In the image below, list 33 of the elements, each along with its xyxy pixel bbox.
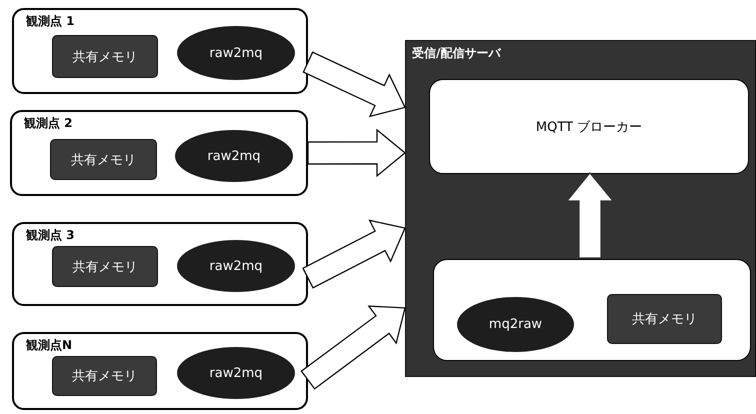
block-arrow <box>302 220 406 289</box>
box-label: 共有メモリ <box>72 258 138 276</box>
block-arrow <box>302 51 406 118</box>
process-group-box <box>433 259 751 361</box>
station-box <box>12 332 308 410</box>
box-label: 共有メモリ <box>632 311 697 328</box>
box-label: 共有メモリ <box>72 368 137 385</box>
server-panel <box>405 40 756 377</box>
box-label: 共有メモリ <box>72 48 138 66</box>
box-label: 共有メモリ <box>71 152 136 168</box>
box-label: raw2mq <box>207 148 261 164</box>
station-box <box>12 222 308 306</box>
shared-memory-box <box>607 294 722 344</box>
station-title: 観測点N <box>26 337 72 354</box>
server-title: 受信/配信サーバ <box>412 45 500 62</box>
shared-memory-box <box>52 246 158 287</box>
station-box <box>10 110 308 196</box>
box-label: mq2raw <box>488 317 542 332</box>
shared-memory-box <box>50 139 157 180</box>
shared-memory-box <box>52 356 157 396</box>
shared-memory-box <box>52 35 158 78</box>
box-label: raw2mq <box>209 46 263 60</box>
block-arrow <box>300 305 406 390</box>
box-label: raw2mq <box>209 258 263 274</box>
broker-box <box>429 79 749 174</box>
station-box <box>12 8 308 94</box>
box-label: MQTT ブローカー <box>536 118 642 136</box>
block-arrow <box>566 172 614 259</box>
station-title: 観測点 3 <box>26 227 75 244</box>
box-label: raw2mq <box>209 366 263 380</box>
station-title: 観測点 2 <box>24 115 73 132</box>
station-title: 観測点 1 <box>26 13 75 30</box>
block-arrow <box>307 128 406 178</box>
